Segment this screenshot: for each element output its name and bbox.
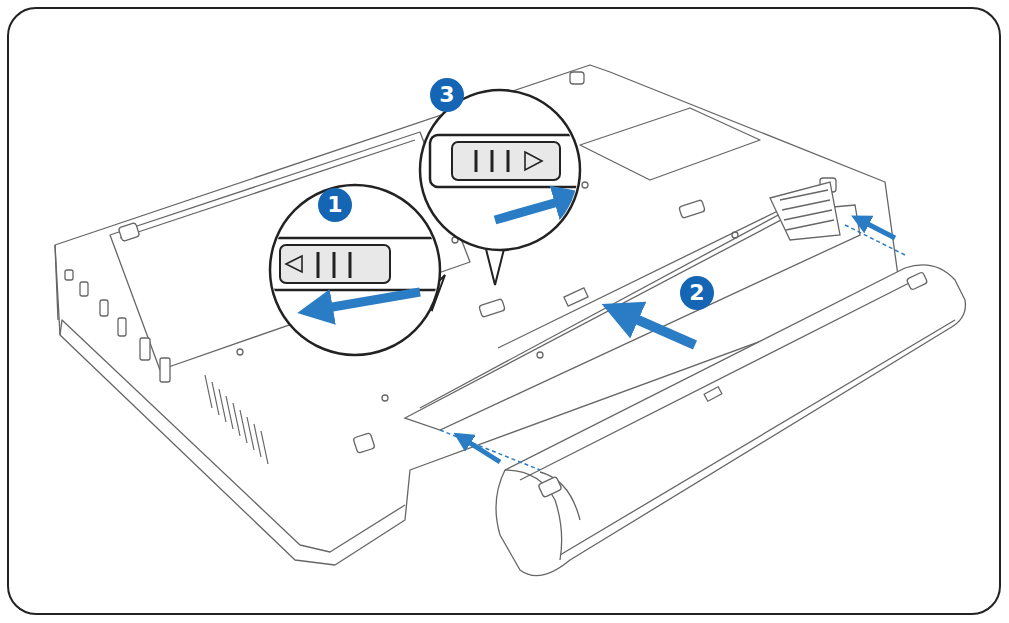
vent [205, 375, 268, 464]
callout-number: 2 [681, 277, 713, 309]
callout-number: 1 [319, 189, 351, 221]
battery [496, 265, 965, 576]
laptop-base [55, 65, 900, 565]
magnifier-lock [420, 78, 590, 285]
callout-number: 3 [431, 79, 463, 111]
frame [8, 8, 1000, 614]
guide-arrows [440, 220, 905, 470]
callout-circle [680, 276, 714, 310]
